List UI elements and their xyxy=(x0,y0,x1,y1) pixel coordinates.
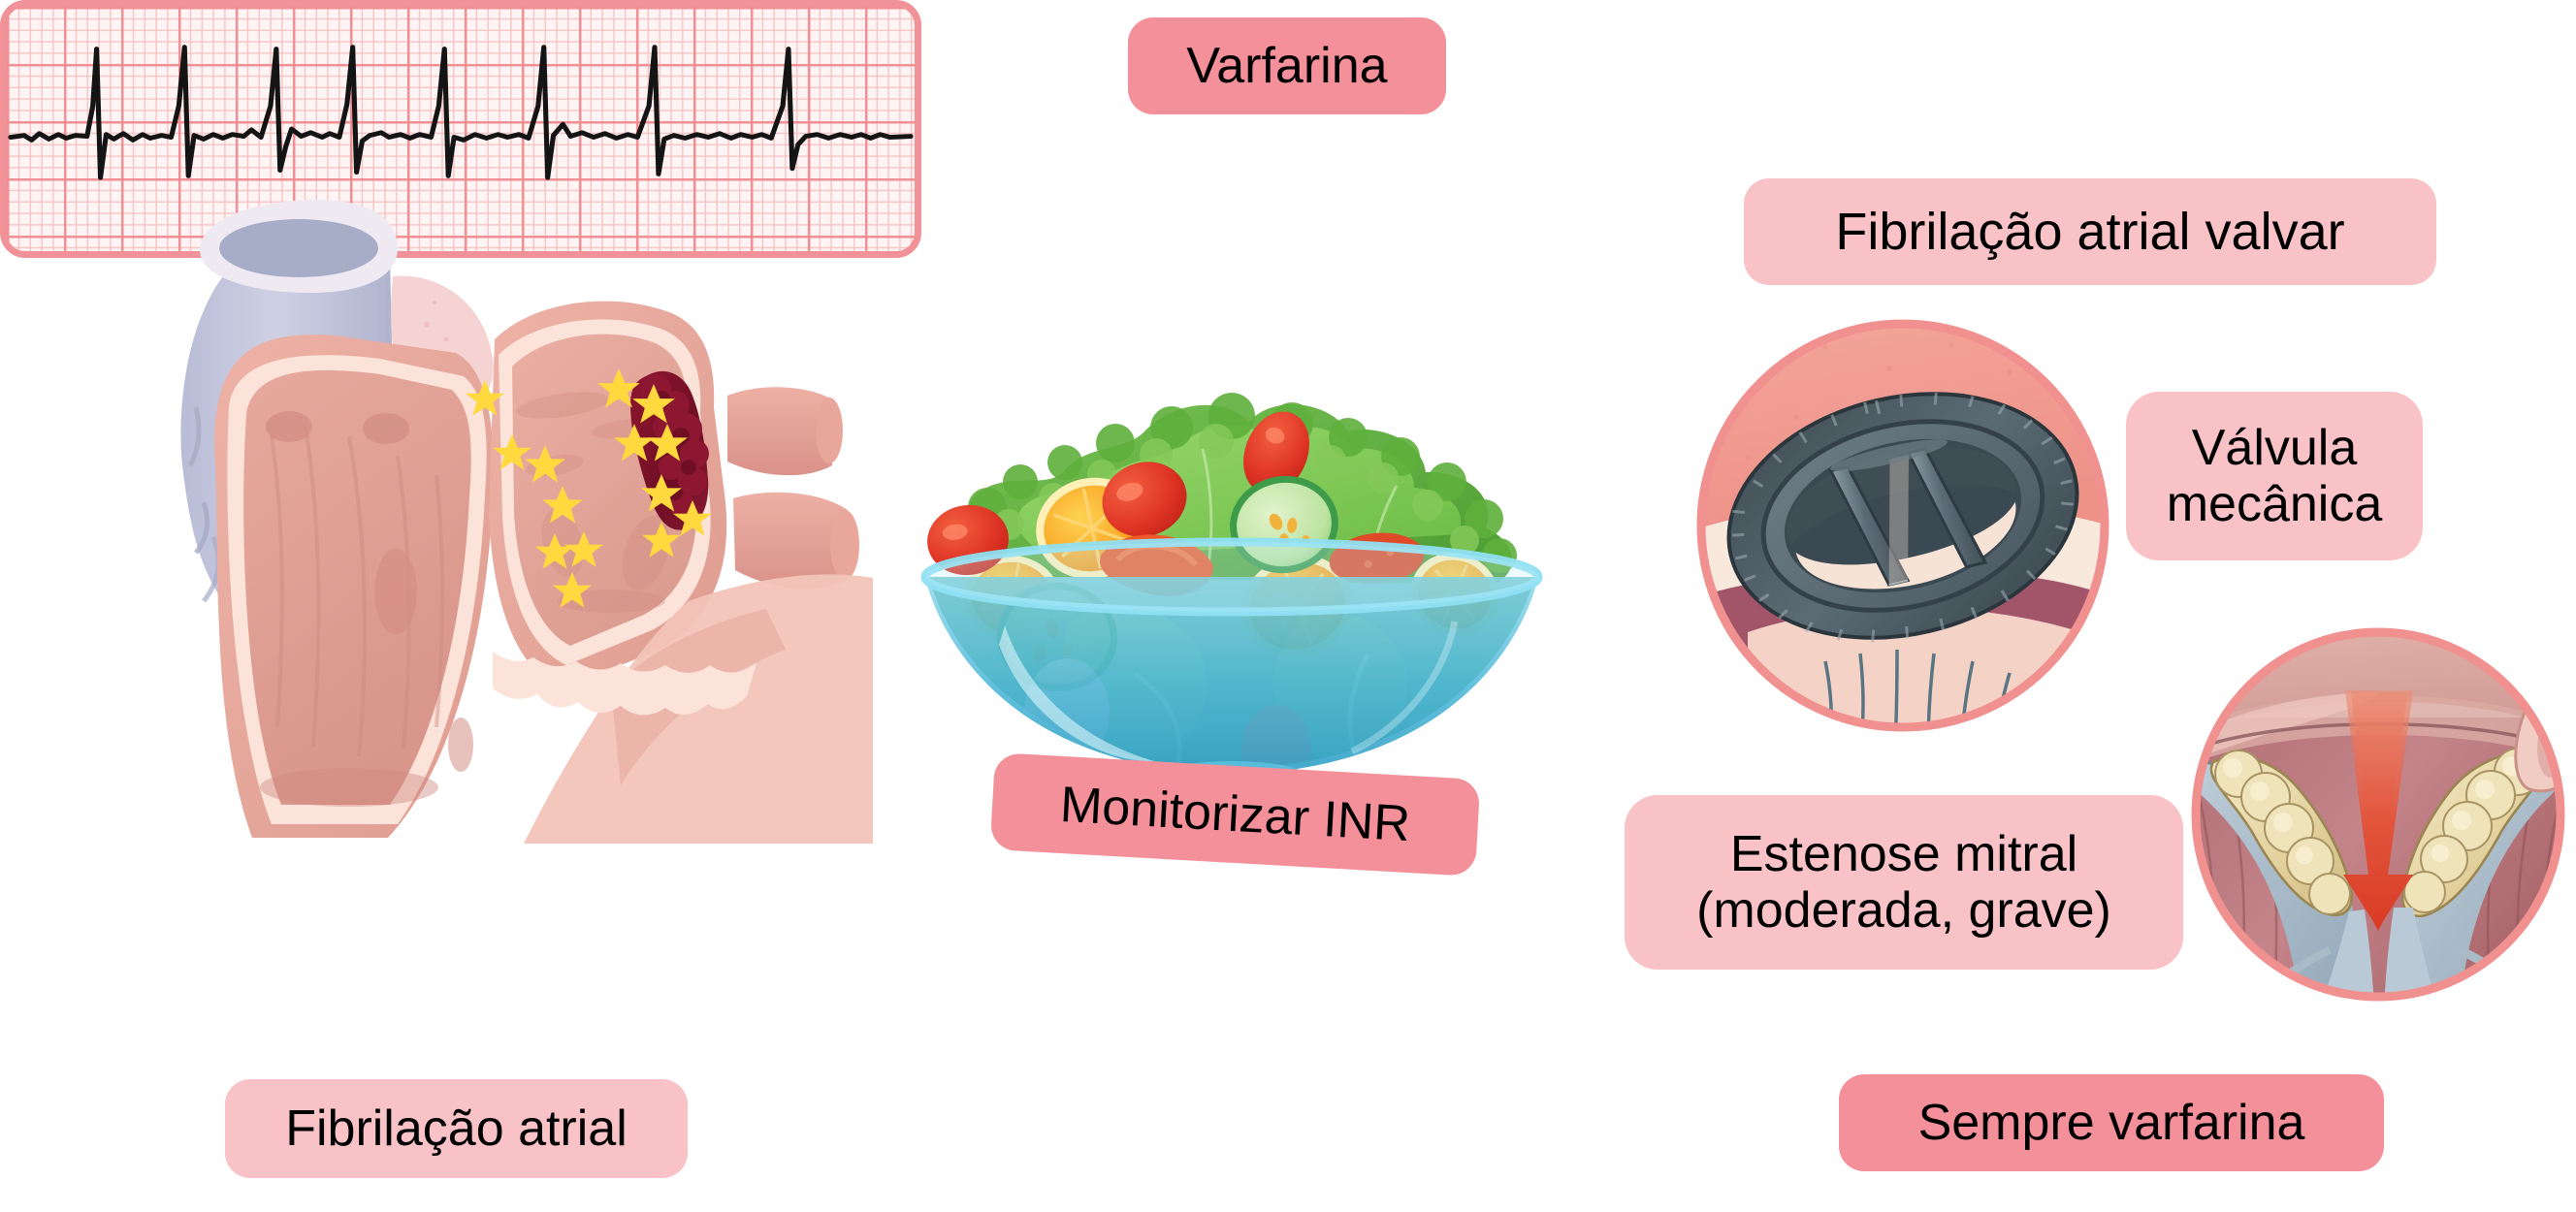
papillary-d xyxy=(448,718,473,772)
label-fibrilacao-atrial: Fibrilação atrial xyxy=(225,1079,688,1178)
papillary-c xyxy=(374,549,417,634)
calcified-mitral-leaflets xyxy=(2209,748,2547,918)
label-fibrilacao-atrial-valvar: Fibrilação atrial valvar xyxy=(1744,178,2436,285)
leaflet-left xyxy=(1830,466,1909,586)
vessel-lumen xyxy=(219,219,378,277)
cherry-tomato xyxy=(1243,411,1309,494)
mechanical-valve-illustration xyxy=(1690,312,2116,739)
leaflet-right xyxy=(1908,449,1986,567)
fibrillation-stars xyxy=(466,368,712,608)
flow-arrow xyxy=(2343,690,2413,931)
label-varfarina: Varfarina xyxy=(1128,17,1446,114)
stenosis-frame-ring xyxy=(2191,627,2565,1002)
mitral-stenosis-illustration xyxy=(2184,621,2572,1008)
anterior-leaflet xyxy=(2194,761,2358,999)
ecg-trace xyxy=(8,45,914,180)
papillary-a xyxy=(266,411,312,442)
heart-cross-section-illustration xyxy=(107,145,902,844)
label-valvula-mecanica: Válvula mecânica xyxy=(2126,392,2423,560)
label-estenose-mitral: Estenose mitral (moderada, grave) xyxy=(1625,795,2183,970)
papillary-b xyxy=(363,413,409,444)
stenosis-scene xyxy=(2194,630,2562,999)
valve-frame-ring xyxy=(1696,319,2109,732)
pulmonary-veins xyxy=(727,387,859,590)
label-sempre-varfarina: Sempre varfarina xyxy=(1839,1074,2384,1171)
valve-scene xyxy=(1699,322,2107,729)
cherry-tomato xyxy=(1102,462,1187,537)
flow-area xyxy=(1795,501,2016,590)
salad-bowl-illustration xyxy=(912,335,1552,800)
ecg-strip-illustration xyxy=(0,0,921,258)
chamber-floor xyxy=(260,768,438,807)
sewing-ring xyxy=(1726,392,2079,643)
glass-bowl xyxy=(920,537,1543,788)
right-ventricle-chamber xyxy=(243,369,471,805)
chordae-lines xyxy=(1823,649,2012,729)
mitral-valve-edge xyxy=(493,652,757,716)
